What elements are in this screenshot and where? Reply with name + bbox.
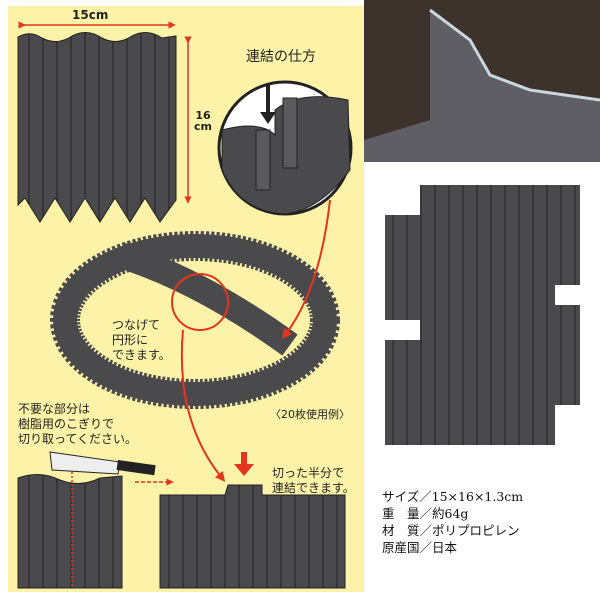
- circle-note-line: できます。: [112, 348, 171, 362]
- half-note: 切った半分で 連結できます。: [272, 466, 355, 496]
- soil-photo: [364, 0, 600, 162]
- spec-size: サイズ／15×16×1.3cm: [382, 489, 524, 504]
- circle-note-line: 円形に: [112, 333, 149, 347]
- spec-list: サイズ／15×16×1.3cm 重 量／約64g 材 質／ポリプロピレン 原産国…: [382, 488, 523, 556]
- cut-note-line: 切り取ってください。: [18, 432, 138, 446]
- spec-origin: 原産国／日本: [382, 540, 458, 555]
- connection-detail: [217, 80, 353, 216]
- saw-icon: [49, 451, 156, 476]
- half-note-line: 切った半分で: [272, 466, 345, 480]
- edging-panel: [17, 32, 177, 223]
- cut-panel: [17, 474, 123, 589]
- circular-layout-example: [50, 231, 340, 409]
- cut-note-line: 不要な部分は: [18, 402, 91, 416]
- half-note-line: 連結できます。: [272, 481, 355, 495]
- example-note: 〈20枚使用例〉: [270, 408, 350, 421]
- product-stack-photo: [385, 185, 580, 445]
- red-down-arrow-icon: [234, 464, 254, 476]
- height-label-num: 16: [195, 109, 211, 122]
- spec-weight: 重 量／約64g: [382, 506, 469, 521]
- connect-title: 連結の仕方: [246, 49, 316, 65]
- width-label: 15cm: [72, 8, 109, 22]
- connected-half-panel: [159, 484, 346, 589]
- connect-arrow: [281, 199, 331, 339]
- circle-note-line: つなげて: [112, 318, 161, 332]
- half-arrow: [180, 329, 226, 482]
- spec-material: 材 質／ポリプロピレン: [382, 523, 520, 538]
- cut-note: 不要な部分は 樹脂用のこぎりで 切り取ってください。: [18, 402, 137, 447]
- circle-note: つなげて 円形に できます。: [112, 318, 171, 363]
- cut-note-line: 樹脂用のこぎりで: [18, 417, 115, 431]
- height-label-unit: cm: [194, 120, 212, 133]
